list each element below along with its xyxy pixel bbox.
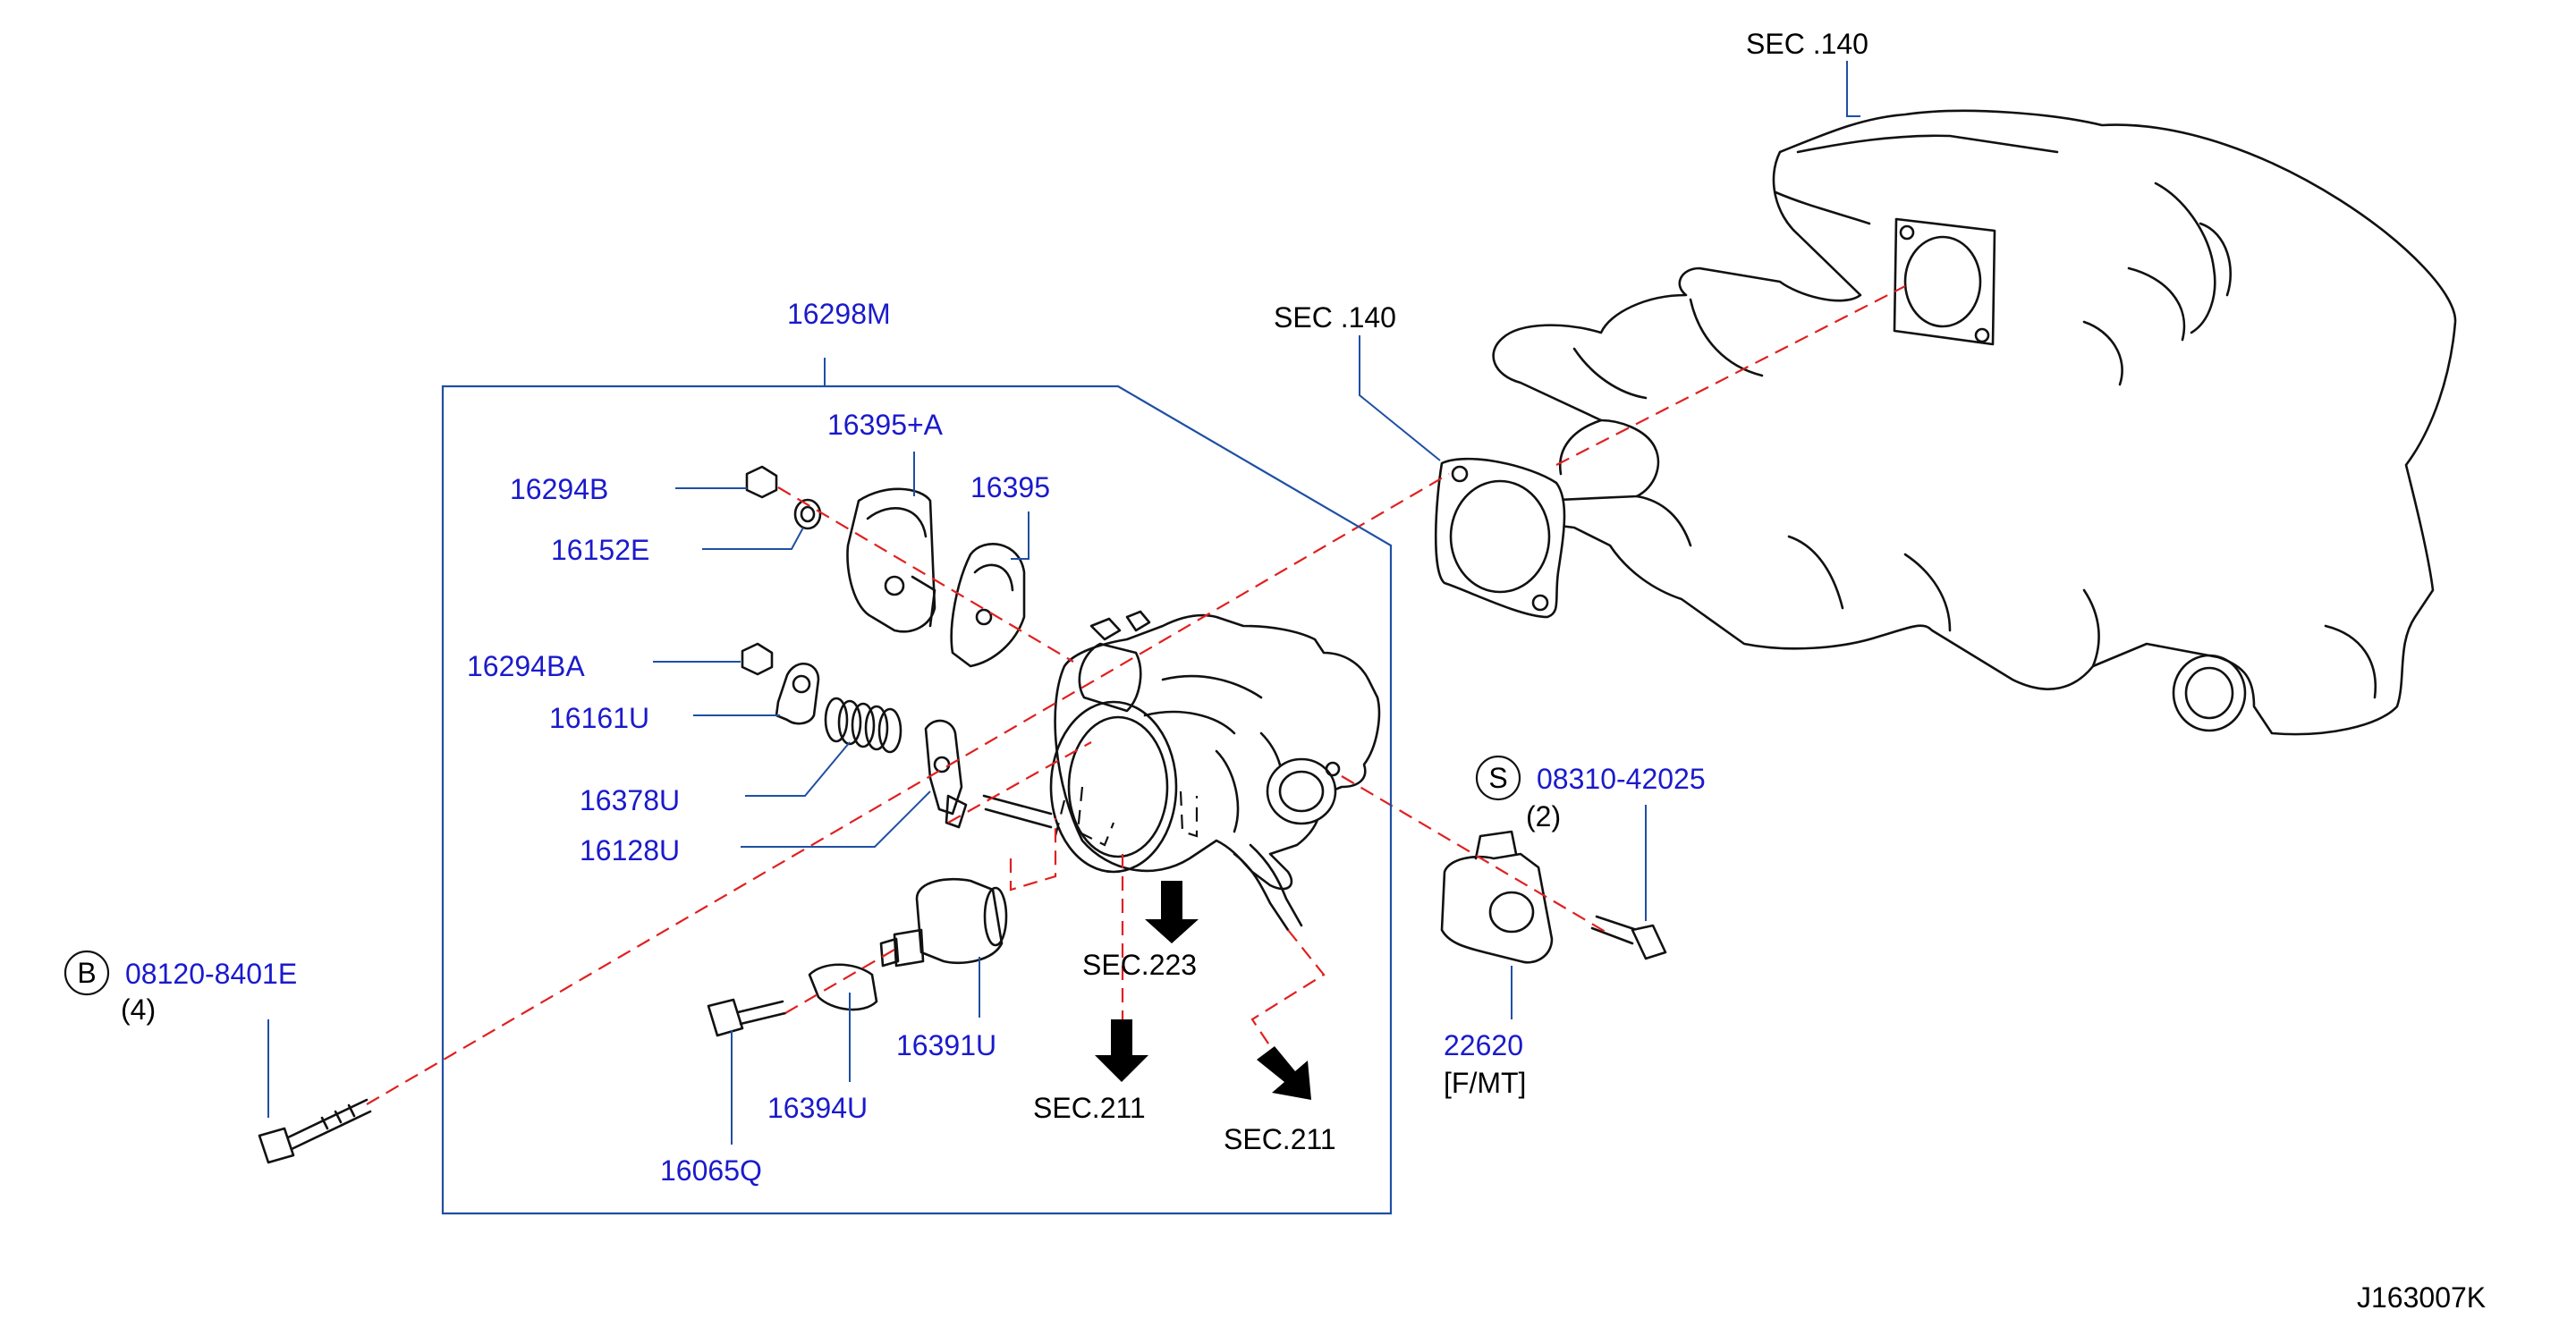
assembly-centerlines <box>366 285 1906 1105</box>
screw-type-s-letter: S <box>1488 762 1507 794</box>
sec-223-label[interactable]: SEC.223 <box>1082 949 1197 981</box>
arrow-to-sec-223 <box>1145 881 1199 943</box>
part-16395A-label[interactable]: 16395+A <box>827 409 944 441</box>
part-08310-quantity: (2) <box>1526 800 1561 833</box>
throttle-chamber-gasket-drawing <box>1434 457 1566 619</box>
bolt-type-b-letter: B <box>77 957 96 989</box>
part-16294B-label[interactable]: 16294B <box>510 473 608 505</box>
part-16161U-label[interactable]: 16161U <box>549 702 649 734</box>
intake-manifold-drawing <box>1492 109 2457 736</box>
part-22620-label[interactable]: 22620 <box>1444 1029 1523 1061</box>
sec-140-top-label[interactable]: SEC .140 <box>1746 28 1868 60</box>
part-16298M-label[interactable]: 16298M <box>787 298 891 330</box>
screw-08310-callout[interactable]: S 08310-42025 (2) <box>1475 755 1706 833</box>
part-08120-8401E-label[interactable]: 08120-8401E <box>125 958 297 990</box>
part-08310-42025-label[interactable]: 08310-42025 <box>1537 763 1706 795</box>
part-16294BA-label[interactable]: 16294BA <box>467 650 585 682</box>
part-16152E-label[interactable]: 16152E <box>551 534 649 566</box>
part-16394U-label[interactable]: 16394U <box>767 1092 868 1124</box>
part-16395-label[interactable]: 16395 <box>970 471 1050 503</box>
bolt-08120-callout[interactable]: B 08120-8401E (4) <box>64 950 297 1026</box>
screw-type-s-mark <box>1475 755 1521 801</box>
throttle-body-drawing <box>982 610 1381 932</box>
part-22620-applicability: [F/MT] <box>1444 1067 1526 1099</box>
exploded-parts-drawing <box>258 465 1667 1164</box>
part-16378U-label[interactable]: 16378U <box>580 784 680 816</box>
sec-211-label-b[interactable]: SEC.211 <box>1224 1123 1336 1155</box>
labels: SEC .140 SEC .140 16298M 16395+A 16395 1… <box>64 28 2486 1314</box>
drawing-id: J163007K <box>2357 1281 2486 1314</box>
arrow-to-sec-211-b <box>1257 1046 1311 1100</box>
arrow-to-sec-211-a <box>1095 1019 1148 1082</box>
throttle-chamber-assembly-box <box>441 385 1393 1215</box>
leader-lines <box>267 61 1860 1145</box>
part-08120-quantity: (4) <box>121 993 156 1026</box>
section-arrows <box>1095 881 1311 1100</box>
bolt-type-b-mark <box>64 950 110 996</box>
part-16128U-label[interactable]: 16128U <box>580 834 680 866</box>
part-16065Q-label[interactable]: 16065Q <box>660 1154 762 1187</box>
sec-140-gasket-label[interactable]: SEC .140 <box>1274 301 1396 334</box>
sec-211-label-a[interactable]: SEC.211 <box>1033 1092 1146 1124</box>
part-16391U-label[interactable]: 16391U <box>896 1029 996 1061</box>
